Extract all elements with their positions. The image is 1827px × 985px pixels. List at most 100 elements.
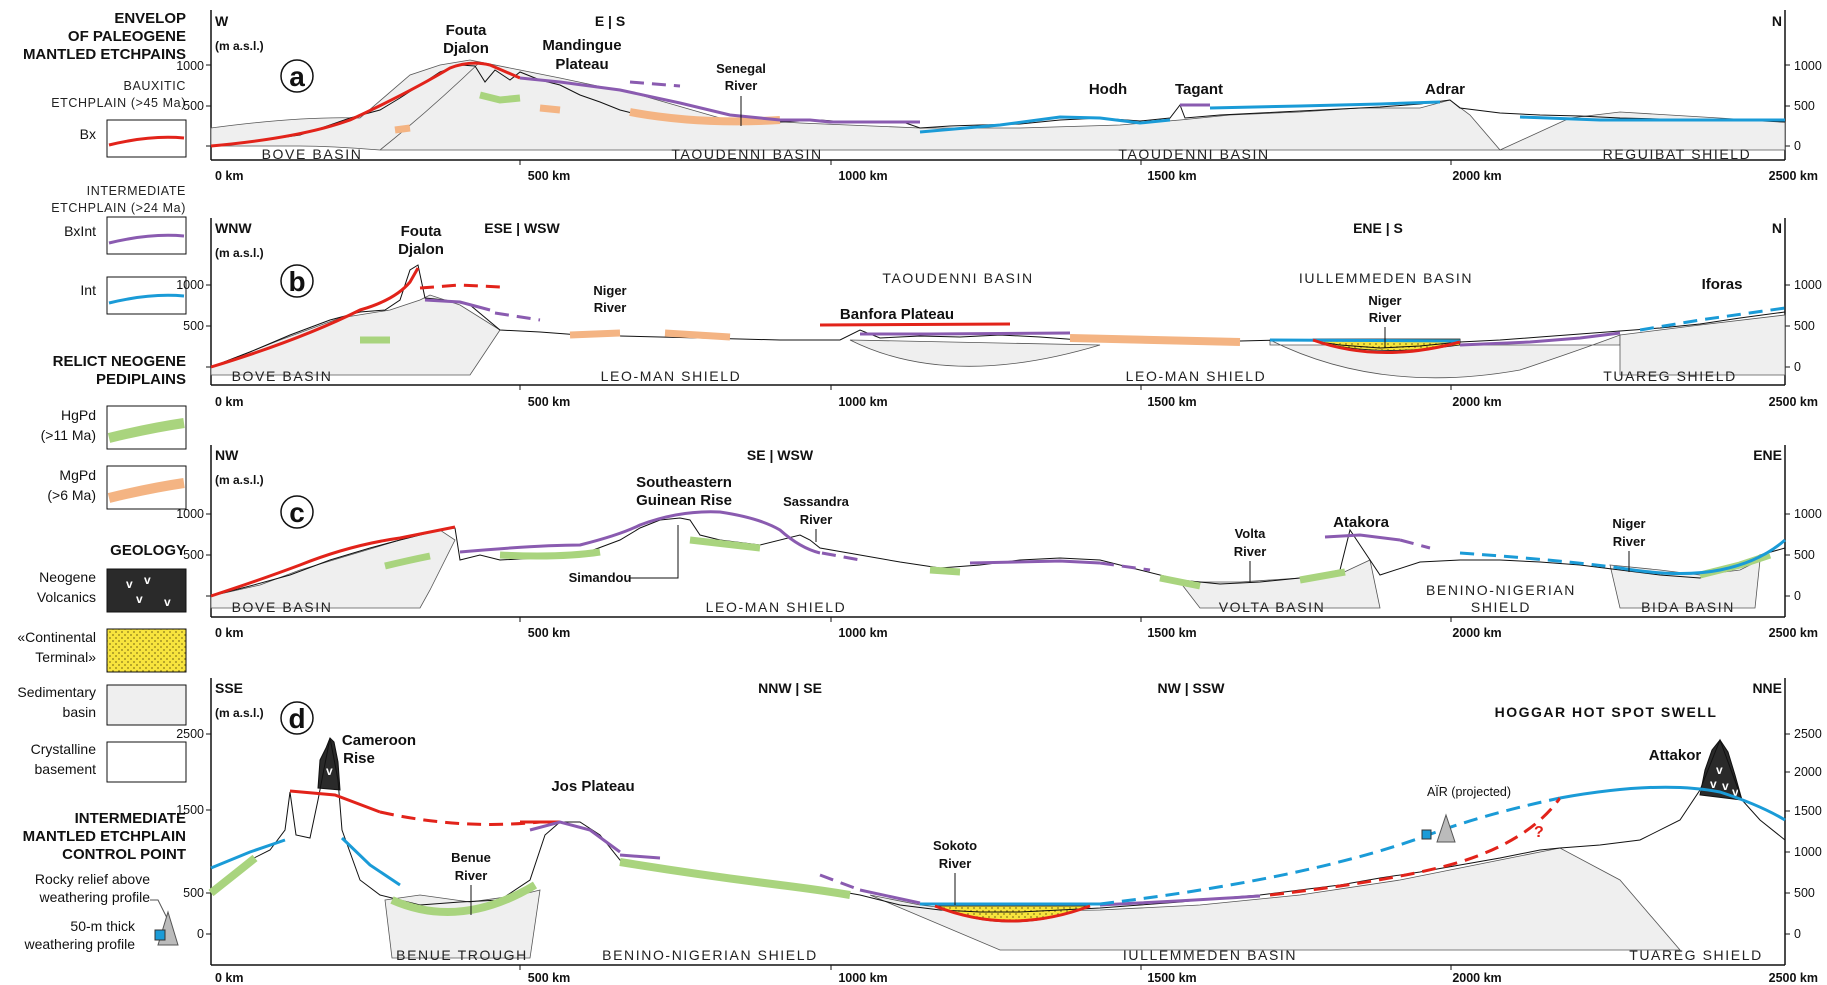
panel-d-xtick-0: 0 km <box>215 971 244 985</box>
panel-c-place-guinean-2: Guinean Rise <box>636 492 732 509</box>
panel-b-xtick-0: 0 km <box>215 395 244 409</box>
legend-weathering-square-icon <box>154 929 166 941</box>
panel-b-place-iforas: Iforas <box>1702 276 1743 293</box>
legend-bx-line <box>108 135 185 147</box>
panel-b-xtick-1500: 1500 km <box>1147 395 1196 409</box>
legend-int-line <box>108 293 185 305</box>
panel-a-place-mandingue-2: Plateau <box>555 56 608 73</box>
legend-intermediate-title-2: ETCHPLAIN (>24 Ma) <box>51 201 186 215</box>
panel-c-basin-bida: BIDA BASIN <box>1641 599 1735 615</box>
panel-d-ytick-r-1500: 1500 <box>1794 804 1822 818</box>
legend-envelope-title-3: MANTLED ETCHPAINS <box>23 46 186 63</box>
panel-a-xtick-500: 500 km <box>528 169 570 183</box>
legend-volcanics-box <box>106 568 187 613</box>
panel-d-xtick-1500: 1500 km <box>1147 971 1196 985</box>
legend-bxint-line <box>108 233 185 245</box>
legend-control-title-3: CONTROL POINT <box>62 846 186 863</box>
panel-c-basin-volta: VOLTA BASIN <box>1219 599 1326 615</box>
svg-text:v: v <box>1722 779 1729 793</box>
panel-d-xtick-1000: 1000 km <box>838 971 887 985</box>
panel-d-place-cameroon-1: Cameroon <box>342 732 416 749</box>
panel-c-basin-benino-2: SHIELD <box>1471 599 1531 615</box>
legend-rocky-label-1: Rocky relief above <box>35 871 150 887</box>
panel-c-xtick-500: 500 km <box>528 626 570 640</box>
panel-c-ytick-500: 500 <box>183 548 204 562</box>
panel-c-river-sassandra-1: Sassandra <box>783 494 850 509</box>
panel-d-dir-left: SSE <box>215 680 243 696</box>
panel-b-dir-left: WNW <box>215 220 252 236</box>
panel-c-xtick-2000: 2000 km <box>1452 626 1501 640</box>
panel-c-river-sassandra-2: River <box>800 512 833 527</box>
legend-crystalline-label-2: basement <box>35 761 97 777</box>
panel-d-xtick-2500: 2500 km <box>1769 971 1818 985</box>
panel-b-river-niger-1b: River <box>594 300 627 315</box>
panel-c: c NW (m a.s.l.) SE | WSW ENE 1000 500 10… <box>176 445 1822 640</box>
legend-int-label: Int <box>80 282 96 298</box>
panel-d-dir-right: NNE <box>1752 680 1782 696</box>
panel-c-letter: c <box>289 497 305 528</box>
panel-a-place-mandingue-1: Mandingue <box>542 37 621 54</box>
svg-text:v: v <box>136 592 143 606</box>
panel-a-ytick-r-500: 500 <box>1794 99 1815 113</box>
panel-d-basin-benino: BENINO-NIGERIAN SHIELD <box>602 947 818 963</box>
panel-a-basin-reguibat: REGUIBAT SHIELD <box>1603 146 1752 162</box>
svg-text:v: v <box>1710 777 1717 791</box>
panel-b-dir-mid: ESE | WSW <box>484 220 560 236</box>
panel-a-river-senegal-2: River <box>725 78 758 93</box>
panel-d-xtick-2000: 2000 km <box>1452 971 1501 985</box>
panel-c-river-niger-2: River <box>1613 534 1646 549</box>
panel-c-place-atakora: Atakora <box>1333 514 1390 531</box>
legend-continental-label-2: Terminal» <box>35 649 96 665</box>
panel-d-ytick-r-500: 500 <box>1794 886 1815 900</box>
panel-a-y-unit: (m a.s.l.) <box>215 39 264 53</box>
panel-b-basin-leoman-1: LEO-MAN SHIELD <box>601 368 742 384</box>
panel-a-basin-bove: BOVE BASIN <box>262 146 363 162</box>
panel-d-place-cameroon-2: Rise <box>343 750 375 767</box>
legend-rocky-leader <box>150 899 169 921</box>
panel-c-ytick-r-500: 500 <box>1794 548 1815 562</box>
svg-text:v: v <box>1732 785 1739 799</box>
panel-c-ytick-r-0: 0 <box>1794 589 1801 603</box>
panel-a-place-fouta-2: Djalon <box>443 40 489 57</box>
panel-b-ytick-500: 500 <box>183 319 204 333</box>
panel-a-place-hodh: Hodh <box>1089 81 1127 98</box>
panel-b-place-fouta-1: Fouta <box>401 223 442 240</box>
panel-d-letter: d <box>288 703 305 734</box>
panel-a-river-senegal-1: Senegal <box>716 61 766 76</box>
panel-d-ytick-r-2000: 2000 <box>1794 765 1822 779</box>
panel-b-ytick-r-500: 500 <box>1794 319 1815 333</box>
panel-c-dir-right: ENE <box>1753 447 1782 463</box>
panel-b-basin-tuareg: TUAREG SHIELD <box>1603 368 1737 384</box>
svg-text:v: v <box>164 595 171 609</box>
panel-b-river-niger-2b: River <box>1369 310 1402 325</box>
panel-b-place-banfora: Banfora Plateau <box>840 306 954 323</box>
legend-control-title-2: MANTLED ETCHPLAIN <box>23 828 186 845</box>
legend-mgpd-label-2: (>6 Ma) <box>47 487 96 503</box>
panel-c-river-volta-1: Volta <box>1235 526 1267 541</box>
panel-c-y-unit: (m a.s.l.) <box>215 473 264 487</box>
panel-d-xtick-500: 500 km <box>528 971 570 985</box>
panel-c-river-volta-2: River <box>1234 544 1267 559</box>
panel-d-ytick-0: 0 <box>197 927 204 941</box>
legend: ENVELOP OF PALEOGENE MANTLED ETCHPAINS B… <box>17 10 187 952</box>
panel-d-ytick-500: 500 <box>183 886 204 900</box>
panel-c-xtick-2500: 2500 km <box>1769 626 1818 640</box>
legend-crystalline-label-1: Crystalline <box>31 741 97 757</box>
legend-envelope-title-2: OF PALEOGENE <box>68 28 186 45</box>
panel-c-basin-leoman: LEO-MAN SHIELD <box>706 599 847 615</box>
panel-b-xtick-2000: 2000 km <box>1452 395 1501 409</box>
panel-b-basin-bove: BOVE BASIN <box>232 368 333 384</box>
panel-d-river-sokoto-1: Sokoto <box>933 838 977 853</box>
panel-c-dir-left: NW <box>215 447 239 463</box>
legend-continental-label-1: «Continental <box>17 629 96 645</box>
legend-bauxitic-title-1: BAUXITIC <box>124 79 186 93</box>
panel-b-place-fouta-2: Djalon <box>398 241 444 258</box>
panel-c-xtick-0: 0 km <box>215 626 244 640</box>
panel-c-dir-mid: SE | WSW <box>747 447 814 463</box>
panel-d-hoggar-title: HOGGAR HOT SPOT SWELL <box>1495 704 1718 720</box>
legend-hgpd-label-2: (>11 Ma) <box>41 427 96 443</box>
panel-a-ytick-500: 500 <box>183 99 204 113</box>
panel-c-simandou: Simandou <box>569 570 632 585</box>
panel-a-ytick-r-0: 0 <box>1794 139 1801 153</box>
